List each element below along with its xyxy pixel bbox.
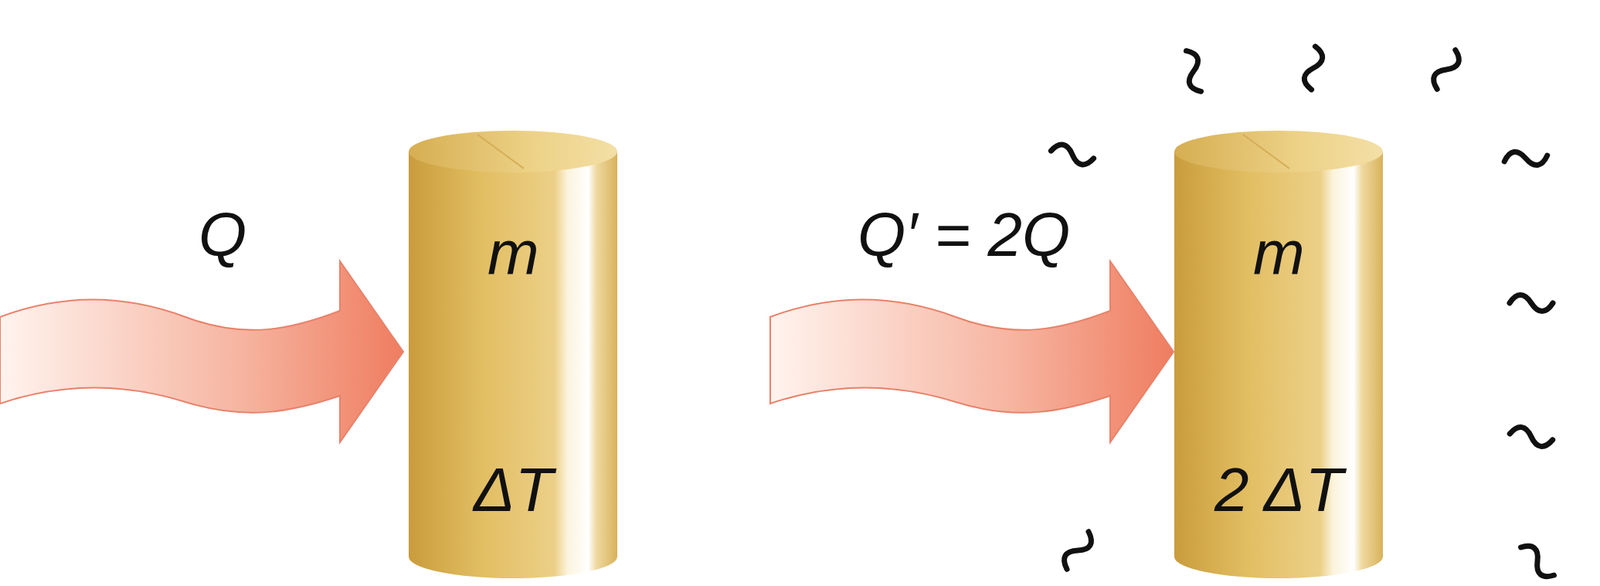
heat-arrow bbox=[0, 261, 404, 442]
radiation-marks bbox=[1049, 45, 1560, 581]
mass-label: m bbox=[1253, 222, 1305, 285]
heat-arrow bbox=[770, 261, 1174, 442]
temperature-change: 2 ΔT bbox=[1214, 458, 1343, 521]
temperature-change: ΔT bbox=[473, 458, 554, 521]
heat-label: Q′ = 2Q bbox=[857, 203, 1071, 266]
cylinder-object: mΔT bbox=[407, 129, 619, 580]
cylinder-object: m 2 ΔT bbox=[1173, 129, 1384, 580]
heat-label: Q bbox=[198, 203, 247, 266]
mass-label: m bbox=[487, 222, 540, 285]
